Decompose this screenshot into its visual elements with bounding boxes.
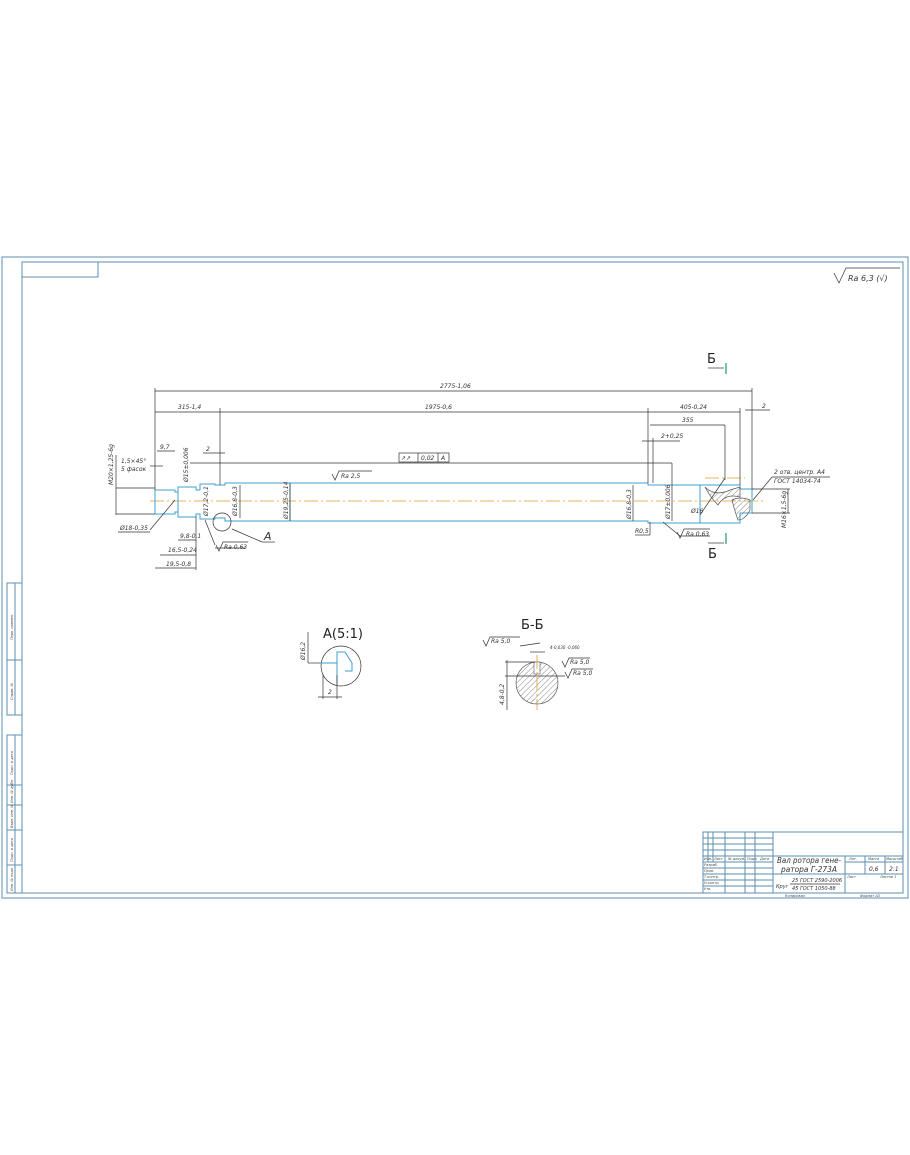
leader-A-label: A: [263, 530, 272, 543]
drawing-section-mark-label: Б: [708, 547, 717, 562]
title-block-material-label-label: Круг: [776, 884, 789, 890]
rows-6-label: Пров.: [704, 869, 714, 873]
dimensions-center-holes-std-label: ГОСТ 14034-74: [774, 478, 821, 485]
rows-9-label: Утв.: [704, 887, 711, 891]
strip-label: Подп. и дата: [10, 838, 14, 862]
rows-8-label: Н.контр.: [704, 881, 720, 885]
dimension-lines: [115, 388, 830, 570]
drawing-section-mark-label: Б: [707, 352, 716, 367]
dimensions-dia-168-left-label: Ø16,8-0,3: [232, 486, 239, 517]
roughness-section-key2-label: Ra 5,0: [573, 670, 592, 677]
dimensions-len-165-label: 16,5-0,24: [168, 547, 197, 554]
tolerance-frame-datum-label: A: [440, 455, 445, 462]
section-BB-key-width-label: 4-0,030 -0,060: [550, 645, 580, 650]
dimensions-right-step-2-label: 2: [762, 403, 766, 410]
tolerance-frame-value-label: 0,02: [421, 455, 435, 462]
section-markers: Б Б: [707, 352, 727, 562]
dimensions-len-195-label: 19,5-0,8: [166, 561, 191, 568]
strip-label: Подп. и дата: [10, 751, 14, 775]
dimensions-dia-172-label: Ø17,2-0,1: [203, 486, 210, 517]
rows-4-label: Дата: [759, 857, 769, 861]
dimensions-right-355-label: 355: [682, 417, 694, 424]
dimensions-dia-168-right-label: Ø16,8-0,3: [626, 489, 633, 520]
title-block-col-scale-label: Масштаб: [886, 857, 903, 861]
roughness-section-top-label: Ra 5,0: [491, 638, 510, 645]
dimensions-dia-1925-label: Ø19,25-0,14: [283, 481, 290, 520]
dimensions-dia-16-label: Ø16: [690, 508, 704, 515]
view-A-dim-len-label: 2: [328, 689, 332, 696]
tolerance-frame-symbol-label: ↗↗: [401, 455, 411, 462]
dimensions-left-2-label: 2: [206, 446, 210, 453]
side-strip: Перв. примен. Справ. № Подп. и дата Инв.…: [6, 582, 23, 894]
dimensions-dia-17-right-label: Ø17±0,006: [665, 484, 672, 520]
title-block-sheets-label: Листов 1: [879, 875, 896, 879]
title-block: Изм. Лист № докум. Подп. Дата Разраб. Пр…: [702, 831, 904, 898]
strip-label: Инв. № дубл.: [10, 779, 14, 803]
dimensions-overall-label: 2775-1,06: [440, 383, 471, 390]
rows-3-label: Подп.: [747, 857, 758, 861]
roughness-body-label: Ra 2,5: [341, 473, 360, 480]
part-name: Вал ротора гене-: [777, 856, 841, 865]
dimensions-right-section-label: 405-0,24: [680, 404, 707, 411]
strip-label: Справ. №: [10, 683, 14, 700]
dimensions-thread-left-label: М20×1,25-6g: [108, 444, 115, 485]
sheet-frame: [1, 256, 909, 899]
title-block-sheet-label: Лист: [846, 875, 857, 879]
material: 45 ГОСТ 1050-88: [792, 886, 836, 892]
view-A-title-label: A(5:1): [323, 627, 363, 642]
rows-7-label: Т.контр.: [704, 875, 719, 879]
detail-view-A: A(5:1) Ø16,2 2: [300, 627, 363, 699]
section-BB-depth-label: 4,8-0,2: [499, 684, 506, 705]
title-block-col-mass-label: Масса: [868, 857, 879, 861]
roughness-right-journal-label: Ra 0,63: [686, 531, 709, 538]
section-BB-title-label: Б-Б: [521, 618, 544, 633]
tolerance-frame: ↗↗ 0,02 A: [398, 452, 450, 463]
section-B-B: Б-Б Ra 5,0 4-0,030 -0,060 Ra 5,0 Ra 5,0 …: [482, 618, 593, 710]
dimensions-left-97-label: 9,7: [160, 444, 170, 451]
dimensions-left-section-label: 315-1,4: [178, 404, 201, 411]
roughness-section-key1-label: Ra 5,0: [570, 659, 589, 666]
title-block-scale-label: 2:1: [889, 866, 899, 873]
dimensions-dia-15-label: Ø15±0,006: [183, 447, 190, 483]
strip-label: Перв. примен.: [10, 614, 14, 640]
material: 25 ГОСТ 2590-2006: [792, 878, 842, 884]
view-A-dim-dia-label: Ø16,2: [300, 642, 307, 661]
dimension-labels: 2775-1,06 315-1,4 1975-0,6 405-0,24 2 35…: [108, 383, 825, 568]
dimensions-chamfer-note-label: 5 фасок: [121, 466, 147, 473]
rows-1-label: Лист: [713, 857, 724, 861]
title-block-format-label: Формат А3: [860, 894, 880, 898]
roughness-left-journal-label: Ra 0,63: [224, 544, 247, 551]
roughness-marks: Ra 2,5 Ra 0,63 Ra 0,63: [215, 470, 710, 552]
dimensions-thread-right-label: М16×1,5-6g: [781, 491, 788, 528]
dimensions-middle-section-label: 1975-0,6: [425, 404, 452, 411]
rows-2-label: № докум.: [727, 857, 745, 861]
title-block-col-lit-label: Лит.: [848, 857, 857, 861]
rows-5-label: Разраб.: [704, 863, 718, 867]
title-block-copied-label: Копировал: [785, 894, 806, 898]
dimensions-center-holes-label: 2 отв. центр. А4: [774, 469, 825, 476]
shaft-main-view: [150, 477, 765, 532]
dimensions-radius-label: R0,5: [635, 528, 649, 535]
title-block-mass-label: 0,6: [869, 866, 879, 873]
dimensions-chamfer-label: 1,5×45°: [121, 458, 146, 465]
dimensions-len-98-label: 9,8-0,1: [180, 533, 201, 540]
part-name: ратора Г-273А: [780, 865, 837, 874]
strip-label: Инв. № подл.: [10, 867, 14, 891]
general-roughness: Ra 6,3 (√): [833, 267, 900, 284]
dimensions-dia-18-label: Ø18-0,35: [119, 525, 148, 532]
rows-0-label: Изм.: [704, 857, 712, 861]
dimensions-right-groove-label: 2+0,25: [661, 433, 683, 440]
strip-label: Взам. инв. №: [10, 804, 14, 828]
drawing-general-roughness-label: Ra 6,3 (√): [848, 274, 888, 283]
